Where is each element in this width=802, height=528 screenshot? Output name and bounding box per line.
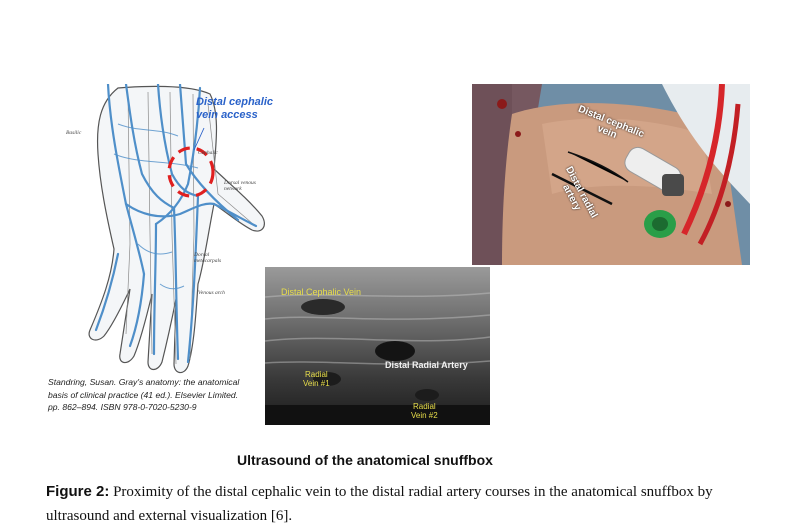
figure-caption-text: Proximity of the distal cephalic vein to… <box>46 484 713 524</box>
us-radial-vein-2-label: Radial Vein #2 <box>411 402 438 420</box>
venous-arch-label: Venous arch <box>198 290 225 296</box>
distal-cephalic-vein-access-label: Distal cephalic vein access <box>196 96 274 121</box>
cephalic-label: Cephalic <box>198 150 218 156</box>
figure-caption: Figure 2: Proximity of the distal cephal… <box>46 480 776 528</box>
us-distal-radial-artery-label: Distal Radial Artery <box>385 360 468 370</box>
ultrasound-image: Distal Cephalic Vein Distal Radial Arter… <box>265 267 490 425</box>
us-radial-vein-1-label: Radial Vein #1 <box>303 370 330 388</box>
figure-label: Figure 2: <box>46 483 110 500</box>
illustration-citation: Standring, Susan. Gray's anatomy: the an… <box>48 377 240 412</box>
ultrasound-caption: Ultrasound of the anatomical snuffbox <box>237 452 493 468</box>
external-photo: Distal cephalic vein Distal radial arter… <box>472 84 750 265</box>
dorsal-venous-network-label: Dorsal venous network <box>224 180 256 192</box>
hand-illustration: Distal cephalic vein access Basilic Ceph… <box>48 84 274 384</box>
us-distal-cephalic-vein-label: Distal Cephalic Vein <box>281 287 362 297</box>
basilic-label: Basilic <box>66 130 82 136</box>
ultrasound-drawing <box>265 267 490 425</box>
photo-drawing <box>472 84 750 265</box>
dorsal-metacarpals-label: Dorsal metacarpals <box>194 252 222 264</box>
hand-vein-drawing <box>88 84 265 374</box>
